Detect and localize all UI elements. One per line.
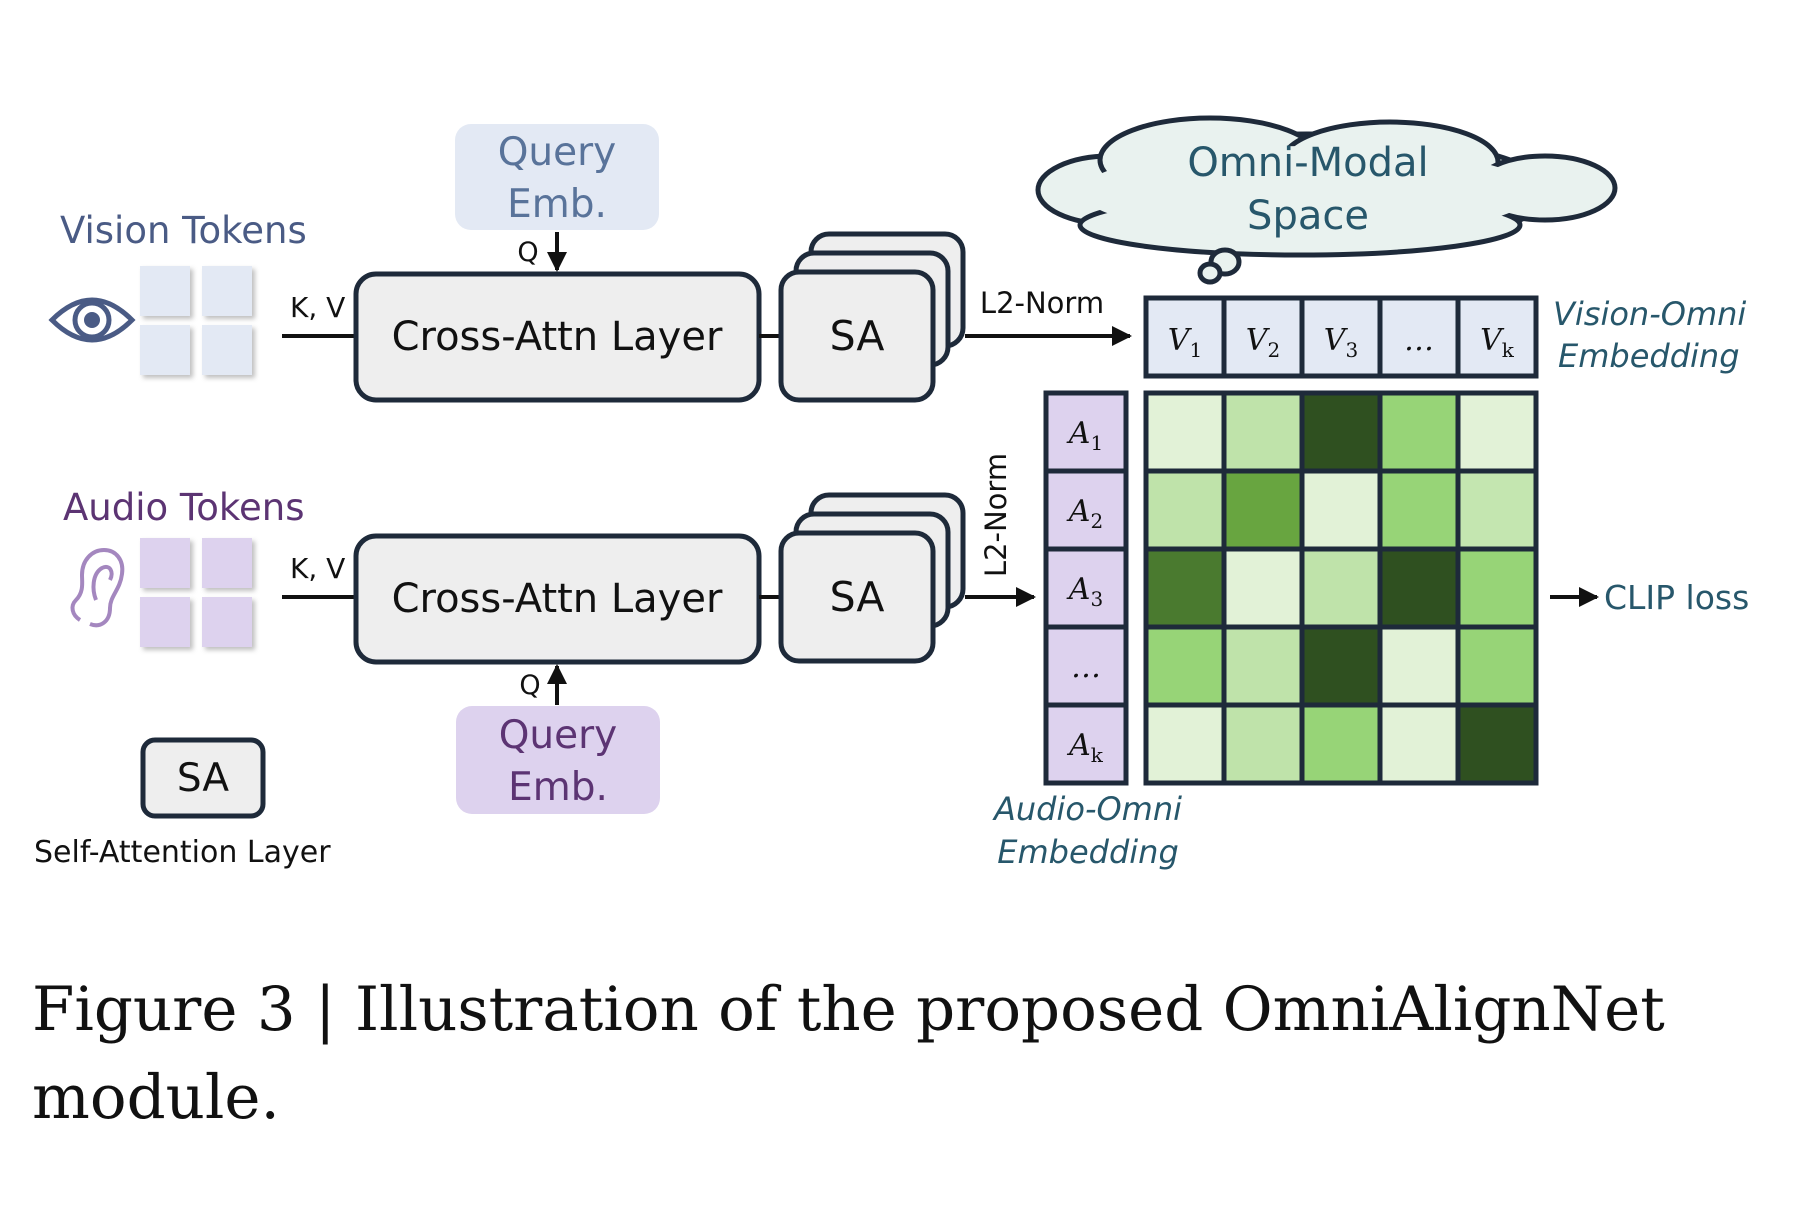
similarity-cell (1455, 390, 1539, 474)
eye-icon (48, 297, 136, 343)
similarity-cell (1377, 702, 1461, 786)
vision-q-label: Q (517, 237, 538, 268)
audio-embedding-label: A1 (1066, 416, 1103, 455)
similarity-cell (1143, 624, 1227, 708)
audio-l2norm-label: L2-Norm (979, 453, 1013, 577)
similarity-cell (1221, 390, 1305, 474)
audio-query-line2: Emb. (508, 765, 608, 810)
similarity-cell (1299, 546, 1383, 630)
audio-tokens-title: Audio Tokens (63, 486, 304, 529)
vision-embedding-cell (1455, 295, 1539, 379)
similarity-cell (1143, 702, 1227, 786)
audio-omni-label-line2: Embedding (997, 833, 1179, 871)
vision-token-grid (140, 266, 252, 375)
similarity-matrix (1143, 390, 1539, 786)
audio-embedding-cell (1043, 702, 1129, 786)
similarity-cell (1143, 468, 1227, 552)
audio-cross-attn-label: Cross-Attn Layer (392, 576, 723, 622)
vision-query-emb-box (455, 124, 659, 230)
similarity-cell (1377, 546, 1461, 630)
audio-query-emb-box (456, 706, 660, 814)
audio-q-label: Q (519, 670, 540, 701)
ear-icon (70, 547, 125, 628)
cloud-line1: Omni-Modal (1187, 140, 1428, 186)
similarity-cell (1299, 702, 1383, 786)
clip-loss-label: CLIP loss (1604, 578, 1749, 617)
vision-query-line2: Emb. (507, 182, 607, 227)
audio-sa-stack (778, 492, 966, 664)
vision-tokens-title: Vision Tokens (60, 209, 307, 252)
audio-kv-label: K, V (290, 552, 345, 585)
legend-sa-box (140, 737, 266, 819)
legend-sa-label: SA (177, 756, 229, 801)
similarity-cell (1377, 390, 1461, 474)
similarity-cell (1221, 546, 1305, 630)
similarity-cell (1299, 390, 1383, 474)
legend-description: Self-Attention Layer (34, 835, 331, 870)
similarity-cell (1455, 702, 1539, 786)
vision-query-line1: Query (498, 130, 617, 175)
similarity-cell (1377, 468, 1461, 552)
audio-embedding-label: A2 (1066, 494, 1103, 533)
vision-sa-stack (778, 231, 966, 403)
vision-kv-label: K, V (290, 291, 345, 324)
audio-embedding-label: Ak (1066, 728, 1104, 767)
audio-embedding-cell (1043, 546, 1129, 630)
vision-omni-label-line2: Embedding (1558, 337, 1740, 375)
vision-sa-label: SA (830, 312, 885, 360)
similarity-cell (1455, 546, 1539, 630)
audio-token-grid (140, 538, 252, 647)
similarity-cell (1143, 546, 1227, 630)
similarity-cell (1221, 468, 1305, 552)
similarity-cell (1221, 624, 1305, 708)
audio-embedding-label: A3 (1066, 572, 1103, 611)
vision-embedding-label: Vk (1480, 323, 1515, 362)
audio-query-line1: Query (499, 713, 618, 758)
audio-embedding-cell (1043, 468, 1129, 552)
similarity-cell (1299, 624, 1383, 708)
vision-embedding-label: V3 (1324, 323, 1358, 362)
similarity-cell (1299, 468, 1383, 552)
similarity-cell (1455, 468, 1539, 552)
vision-embedding-label: … (1404, 323, 1434, 358)
figure-caption: Figure 3 | Illustration of the proposed … (32, 974, 1665, 1133)
audio-embedding-label: … (1071, 650, 1101, 685)
vision-omni-label-line1: Vision-Omni (1553, 295, 1746, 333)
vision-embedding-row: V1 V2 V3 … Vk (1143, 295, 1539, 379)
vision-cross-attn-label: Cross-Attn Layer (392, 314, 723, 360)
similarity-cell (1377, 624, 1461, 708)
similarity-cell (1455, 624, 1539, 708)
similarity-cell (1143, 390, 1227, 474)
cloud-line2: Space (1247, 193, 1369, 239)
similarity-cell (1221, 702, 1305, 786)
vision-embedding-label: V1 (1168, 323, 1202, 362)
audio-omni-label-line1: Audio-Omni (992, 790, 1182, 828)
audio-sa-label: SA (830, 573, 885, 621)
vision-l2norm-label: L2-Norm (980, 286, 1104, 320)
omni-modal-cloud (1035, 115, 1618, 285)
vision-embedding-cell (1143, 295, 1227, 379)
vision-embedding-label: V2 (1246, 323, 1280, 362)
